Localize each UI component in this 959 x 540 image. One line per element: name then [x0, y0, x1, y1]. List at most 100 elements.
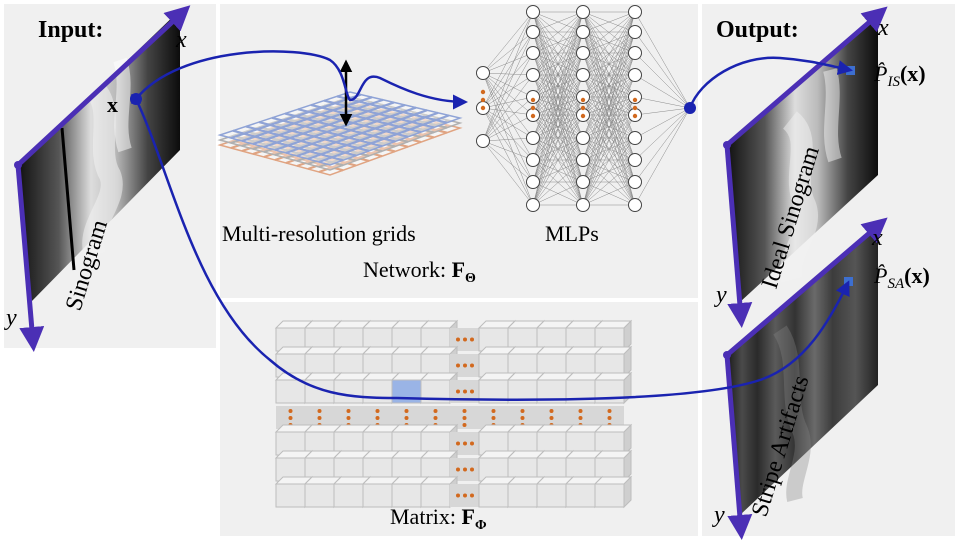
matrix-ellipsis-dot: [470, 337, 474, 342]
matrix-ellipsis-dot: [375, 409, 380, 413]
matrix-row-6: [274, 449, 633, 483]
stripe-axis-origin: [723, 351, 731, 359]
multi-resolution-grids: [217, 91, 463, 176]
matrix-ellipsis-dot: [491, 409, 496, 413]
mlp-neuron: [628, 175, 642, 189]
stripe-axis-x-arrow: [725, 217, 888, 357]
stripe-axis-x-label: x: [871, 225, 883, 251]
mlp-neuron: [526, 90, 540, 104]
matrix-ellipsis-dot: [470, 441, 474, 446]
ideal-output-formula: P̂IS(x): [873, 61, 926, 90]
mlp-layer-1: [476, 66, 490, 148]
matrix-ellipsis-dot: [404, 416, 409, 420]
mlp-neuron: [628, 25, 642, 39]
mlp-neuron: [628, 68, 642, 82]
mlp-neuron: [576, 90, 590, 104]
matrix-ellipsis-dot: [470, 363, 474, 368]
mlps-label: MLPs: [545, 221, 599, 246]
matrix-ellipsis-dot: [317, 409, 322, 413]
matrix-ellipsis-dot: [404, 409, 409, 413]
stripe-axis-y-arrow: [724, 354, 753, 540]
mlp-neuron: [526, 198, 540, 212]
input-point-label: x: [107, 92, 118, 117]
mlp-neuron: [526, 25, 540, 39]
ideal-sinogram-image: [727, 14, 878, 302]
matrix-ellipsis-dot: [491, 416, 496, 420]
flow-arrow-input-to-grids: [135, 50, 468, 110]
input-axis-y-label: y: [4, 305, 17, 331]
mlp-connections: [482, 11, 691, 206]
mlp-neuron: [628, 153, 642, 167]
mlp-network: [476, 5, 691, 212]
matrix-ellipsis-dot: [433, 416, 438, 420]
mlp-neuron: [526, 68, 540, 82]
mlp-layer-2: [526, 5, 540, 212]
input-axis-x-label: x: [175, 27, 187, 53]
mlp-neuron: [476, 134, 490, 148]
mlp-ellipsis-dot: [530, 113, 536, 119]
matrix-ellipsis-dot: [549, 416, 554, 420]
flow-arrow-input-to-matrix: [134, 98, 398, 400]
matrix-cube: [593, 345, 633, 379]
matrix-ellipsis-dot: [462, 416, 467, 420]
mlp-neuron: [628, 198, 642, 212]
mlp-output-node: [684, 102, 696, 114]
matrix-caption: Matrix: FΦ: [390, 504, 487, 533]
matrix-cube: [593, 475, 633, 509]
output-heading: Output:: [716, 17, 799, 43]
matrix-ellipsis-dot: [456, 467, 460, 472]
matrix-ellipsis-dot: [463, 389, 467, 394]
flow-arrow-mlp-to-ideal: [688, 56, 853, 109]
flow-arrow-matrix-to-stripe: [396, 280, 850, 401]
matrix-cube: [593, 449, 633, 483]
matrix-ellipsis-dot: [463, 467, 467, 472]
matrix-ellipsis-dot: [462, 409, 467, 413]
matrix-ellipsis-dot: [433, 409, 438, 413]
matrix-ellipsis-dot: [456, 441, 460, 446]
ideal-axis-x-label: x: [877, 15, 889, 41]
input-axis-x-arrow: [16, 5, 191, 167]
mlp-ellipsis-dot: [632, 105, 638, 111]
matrix-ellipsis-dot: [456, 363, 460, 368]
mlp-layer-3: [576, 5, 590, 212]
matrix-ellipsis-dot: [456, 337, 460, 342]
stripe-axis-y-label: y: [712, 502, 725, 528]
mlp-neuron: [628, 5, 642, 19]
mlp-ellipsis-dot: [580, 97, 586, 103]
mlp-ellipsis-dot: [530, 105, 536, 111]
mlp-neuron: [576, 25, 590, 39]
mlp-neuron: [628, 90, 642, 104]
matrix-row-4: [276, 406, 624, 429]
matrix-ellipsis-dot: [520, 409, 525, 413]
matrix-ellipsis-dot: [607, 416, 612, 420]
matrix-ellipsis-dot: [463, 441, 467, 446]
ideal-axis-y-label: y: [714, 282, 727, 308]
grid-level-fine: [217, 91, 463, 166]
mlp-neuron: [526, 5, 540, 19]
mlp-neuron: [576, 198, 590, 212]
mlp-neuron: [576, 68, 590, 82]
matrix-ellipsis-dot: [470, 493, 474, 498]
mlp-ellipsis-dot: [480, 97, 486, 103]
matrix-ellipsis-dot: [520, 416, 525, 420]
input-heading: Input:: [38, 17, 103, 43]
matrix-ellipsis-dot: [578, 416, 583, 420]
matrix-ellipsis-dot: [456, 389, 460, 394]
mlp-ellipsis-dot: [530, 97, 536, 103]
input-axis-y-arrow: [15, 164, 45, 352]
mlp-ellipsis-dot: [632, 113, 638, 119]
mlp-neuron: [576, 46, 590, 60]
mlp-neuron: [526, 175, 540, 189]
stripe-output-formula: P̂SA(x): [873, 263, 930, 292]
matrix-cube: [593, 319, 633, 353]
matrix-ellipsis-dot: [549, 409, 554, 413]
matrix-row-7: [274, 475, 633, 509]
matrix-ellipsis-dot: [578, 409, 583, 413]
matrix-row-5: [274, 423, 633, 457]
mlp-neuron: [576, 5, 590, 19]
mlp-neuron: [526, 46, 540, 60]
matrix-ellipsis-dot: [288, 409, 293, 413]
matrix-ellipsis-dot: [462, 423, 467, 427]
matrix-ellipsis-dot: [456, 493, 460, 498]
